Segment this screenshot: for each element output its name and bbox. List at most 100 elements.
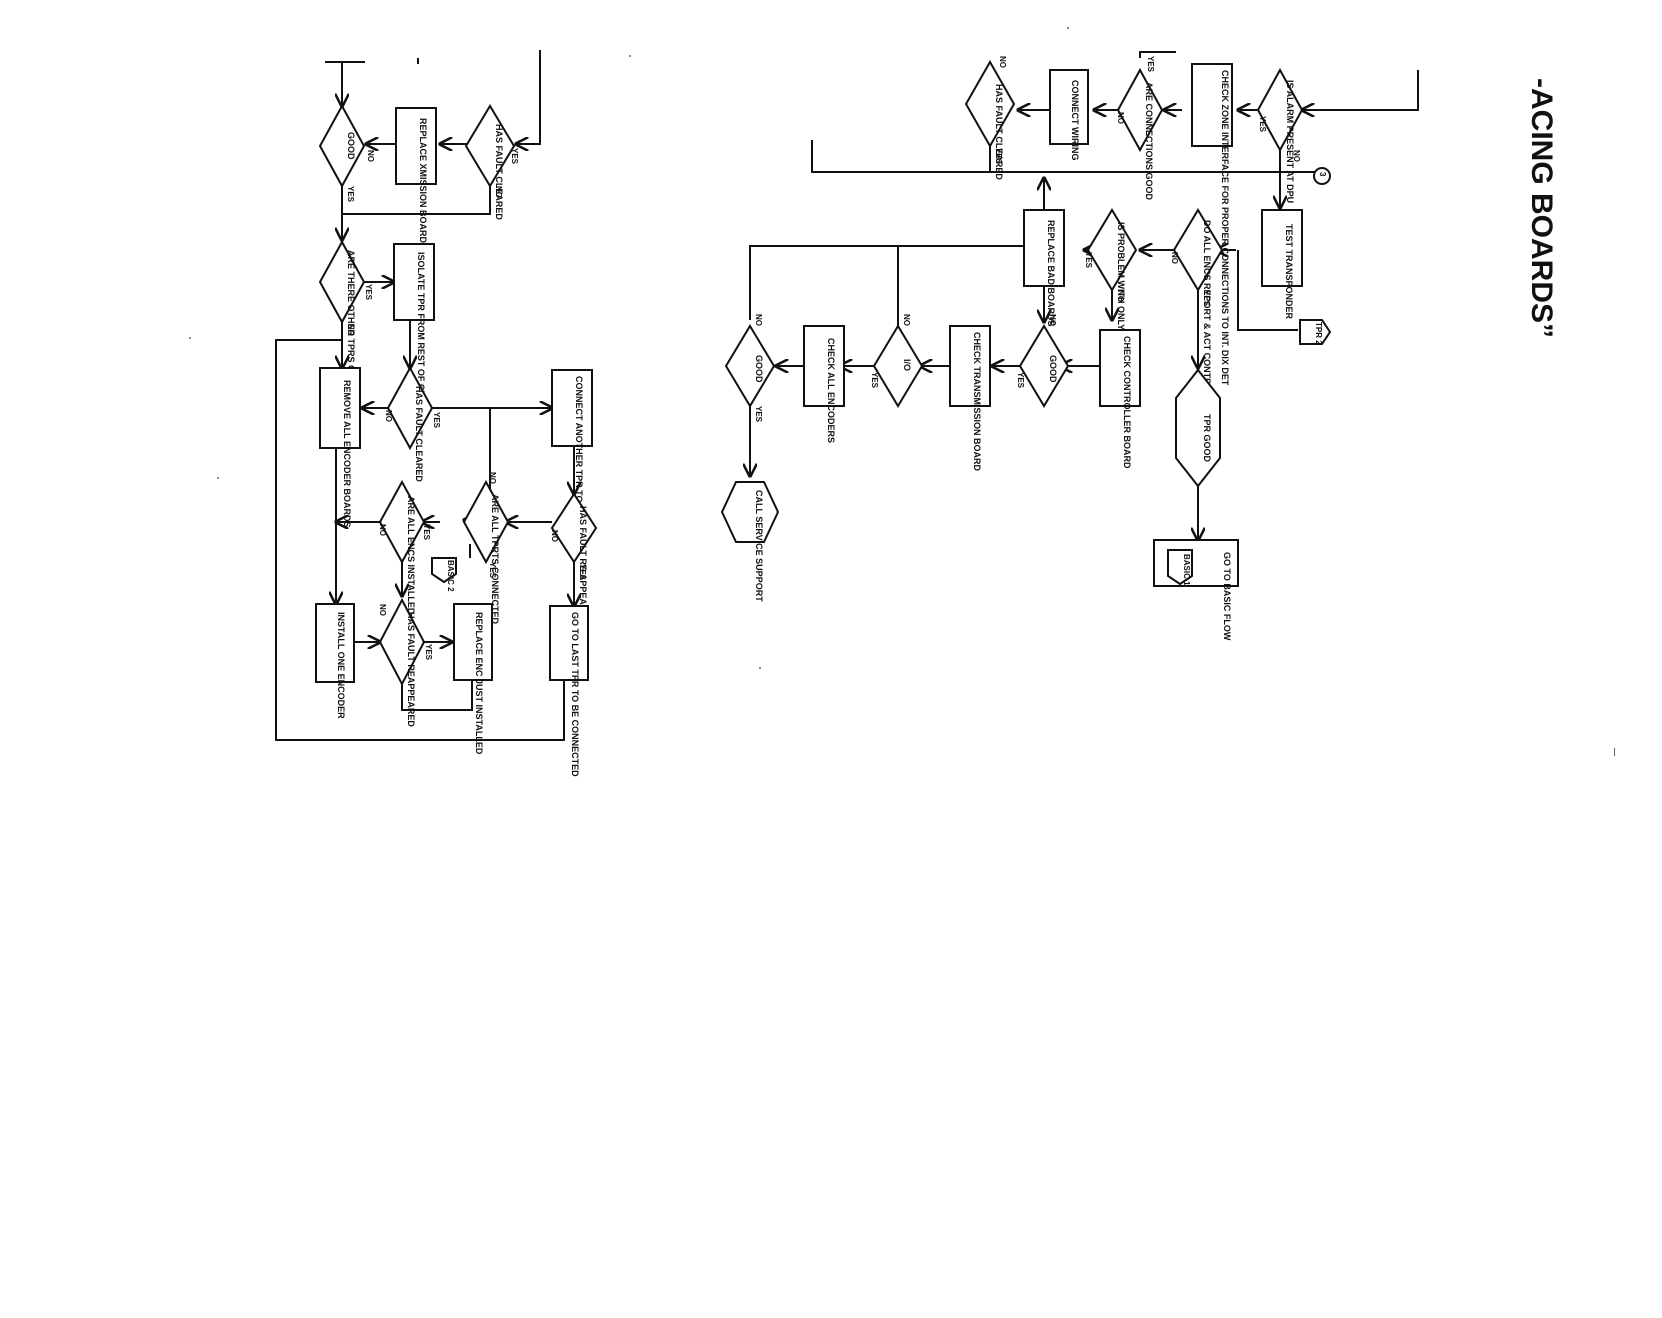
- flag-yes: YES: [424, 644, 433, 661]
- box-install-one-encoder-label: INSTALL ONE ENCODER: [336, 612, 346, 719]
- box-go-to-basic-flow-label: GO TO BASIC FLOW: [1222, 552, 1232, 641]
- decision-tpr-good: [1175, 368, 1221, 488]
- flag-yes: YES: [1258, 116, 1267, 133]
- box-check-controller-board: [1099, 329, 1141, 407]
- right-flow: IS ALARM PRESENT AT DPU CHECK ZONE INTER…: [720, 59, 1332, 641]
- box-test-transponder-label: TEST TRANSPONDER: [1284, 224, 1294, 320]
- flag-no: NO: [550, 530, 559, 542]
- offpage-connector-3: [1313, 167, 1331, 185]
- flag-no: NO: [384, 410, 393, 422]
- decision-all-tprs-connected-label: ARE ALL TPRTS CONNECTED: [490, 494, 500, 625]
- flag-yes: YES: [510, 148, 519, 165]
- decision-fault-reappeared-b: [378, 597, 426, 687]
- flag-yes: YES: [364, 284, 373, 301]
- flag-yes: YES: [1146, 56, 1155, 73]
- flag-yes: YES: [994, 148, 1003, 165]
- decision-other-tprs-label: ARE THERE OTHER TPRS ON CHANNEL: [346, 250, 356, 426]
- flag-yes: YES: [1016, 372, 1025, 389]
- flag-no: NO: [346, 324, 355, 336]
- box-replace-bad-boards: [1023, 209, 1065, 287]
- offpage-tpr-2: [1299, 319, 1332, 345]
- decision-fault-cleared-r: [964, 59, 1016, 149]
- flag-no: NO: [1170, 252, 1179, 264]
- offpage-basic-1: [1167, 549, 1193, 586]
- decision-good-top: [318, 103, 366, 189]
- box-test-transponder: [1261, 209, 1303, 287]
- offpage-connector-3-label: 3: [1318, 172, 1327, 177]
- decision-fault-cleared-mid-label: HAS FAULT CLEARED: [414, 386, 424, 482]
- flag-yes: YES: [754, 406, 763, 423]
- flag-yes: YES: [346, 186, 355, 203]
- decision-io: [872, 324, 924, 408]
- flag-yes: YES: [422, 524, 431, 541]
- box-check-all-encoders-label: CHECK ALL ENCODERS: [826, 338, 836, 443]
- decision-fault-cleared-top: [464, 104, 516, 188]
- decision-problem-one-enc: [1086, 208, 1138, 292]
- offpage-basic-2: [431, 557, 457, 584]
- decision-alarm-present-label: IS ALARM PRESENT AT DPU: [1285, 80, 1295, 203]
- flag-no: NO: [902, 314, 911, 326]
- page-title: -ACING BOARDS”: [1525, 78, 1558, 338]
- decision-fault-cleared-r-label: HAS FAULT CLEARED: [994, 84, 1004, 180]
- flag-yes: YES: [578, 564, 587, 581]
- flag-yes: YES: [1084, 252, 1093, 269]
- box-isolate-tpr: [393, 243, 435, 321]
- box-check-all-encoders: [803, 325, 845, 407]
- flag-no: NO: [1116, 290, 1125, 302]
- decision-all-encs-installed: [378, 479, 426, 565]
- box-go-to-last-tpr-label: GO TO LAST TPR TO BE CONNECTED: [570, 612, 580, 777]
- box-check-controller-board-label: CHECK CONTROLLER BOARD: [1122, 336, 1132, 469]
- box-connect-wiring: [1049, 69, 1089, 145]
- box-remove-all-encoder-boards-label: REMOVE ALL ENCODER BOARDS: [342, 380, 352, 528]
- box-check-zone-interface-label: CHECK ZONE INTERFACE FOR PROPER CONNECTI…: [1220, 70, 1230, 386]
- left-flow: GOOD REPLACE XMISSION BOARD HAS FAULT CL…: [315, 103, 598, 777]
- box-replace-enc: [453, 603, 493, 681]
- flag-no: NO: [998, 56, 1007, 68]
- decision-good-1: [1018, 324, 1070, 408]
- decision-all-encs-installed-label: ARE ALL ENCS INSTALLED: [406, 496, 416, 615]
- flag-yes: YES: [1202, 290, 1211, 307]
- decision-good-1-label: GOOD: [1048, 355, 1058, 383]
- flag-yes: YES: [432, 412, 441, 429]
- flag-no: NO: [494, 186, 503, 198]
- left-connectors: [275, 50, 574, 741]
- flag-no: NO: [378, 604, 387, 616]
- box-remove-all-encoder-boards: [319, 367, 361, 449]
- box-replace-enc-label: REPLACE ENC JUST INSTALLED: [474, 612, 484, 755]
- left-flags: NO YES YES NO YES NO NO YES NO YES NO YE…: [346, 148, 587, 661]
- box-check-transmission-board: [949, 325, 991, 407]
- box-check-zone-interface: [1191, 63, 1233, 147]
- box-connect-another-tpr-label: CONNECT ANOTHER TPR TO CHANNEL: [574, 376, 584, 550]
- box-connect-another-tpr: [551, 369, 593, 447]
- decision-problem-one-enc-label: IS PROBLEM WITH ONLY 1 ENC: [1116, 222, 1126, 360]
- box-check-transmission-board-label: CHECK TRANSMISSION BOARD: [972, 332, 982, 472]
- terminal-call-service-support-label: CALL SERVICE SUPPORT: [754, 490, 764, 602]
- decision-io-label: I/O: [902, 359, 912, 371]
- flag-yes: YES: [870, 372, 879, 389]
- flag-no: NO: [488, 472, 497, 484]
- decision-all-tprs-connected: [462, 479, 510, 565]
- box-replace-xmission-board: [395, 107, 437, 185]
- right-flags: YES NO YES NO NO YES NO YES YES NO NO YE…: [754, 56, 1301, 423]
- box-replace-bad-boards-label: REPLACE BAD BOARDS: [1046, 220, 1056, 327]
- box-isolate-tpr-label: ISOLATE TPR FROM REST OF CHANNEL: [416, 252, 426, 428]
- decision-all-encs-report-label: DO ALL ENCS REPORT & ACT CONTROLS: [1202, 220, 1212, 403]
- flag-no: NO: [1292, 150, 1301, 162]
- box-connect-wiring-label: CONNECT WIRING: [1070, 80, 1080, 161]
- flag-no: NO: [754, 314, 763, 326]
- box-go-to-last-tpr: [549, 605, 589, 681]
- decision-fault-cleared-mid: [386, 365, 434, 451]
- offpage-basic-2-label: BASIC 2: [446, 560, 455, 592]
- flag-no: NO: [1048, 314, 1057, 326]
- decision-fault-cleared-top-label: HAS FAULT CLEARED: [494, 124, 504, 220]
- decision-tpr-good-label: TPR GOOD: [1202, 414, 1212, 463]
- decision-fault-reappeared-a-label: HAS FAULT RE-APPEARED: [578, 506, 588, 624]
- decision-good-2-label: GOOD: [754, 355, 764, 383]
- flag-yes: YES: [488, 562, 497, 579]
- decision-connections-good: [1116, 67, 1164, 153]
- decision-good-top-label: GOOD: [346, 132, 356, 160]
- decision-fault-reappeared-a: [550, 492, 598, 564]
- box-install-one-encoder: [315, 603, 355, 683]
